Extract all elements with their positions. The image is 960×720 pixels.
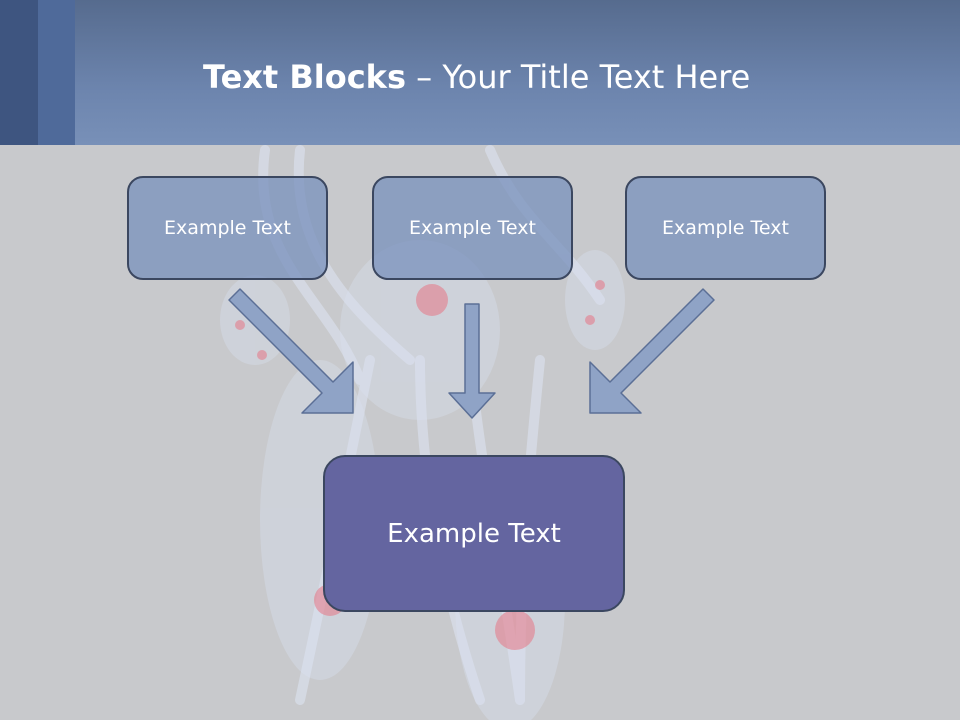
text-block-left-label: Example Text [164, 217, 291, 239]
arrow-left [228, 288, 354, 414]
arrow-center [448, 303, 496, 419]
text-block-middle-label: Example Text [409, 217, 536, 239]
text-block-middle[interactable]: Example Text [372, 176, 573, 280]
slide-title: Text Blocks – Your Title Text Here [203, 55, 750, 99]
text-block-right[interactable]: Example Text [625, 176, 826, 280]
text-block-left[interactable]: Example Text [127, 176, 328, 280]
header-band [0, 0, 960, 145]
text-block-center[interactable]: Example Text [323, 455, 625, 612]
header-accent-strip [0, 0, 38, 145]
title-bold: Text Blocks [203, 58, 406, 96]
header-accent-strip-light [38, 0, 75, 145]
title-rest: – Your Title Text Here [406, 58, 751, 96]
arrow-right [589, 288, 715, 414]
text-block-right-label: Example Text [662, 217, 789, 239]
text-block-center-label: Example Text [387, 518, 561, 549]
